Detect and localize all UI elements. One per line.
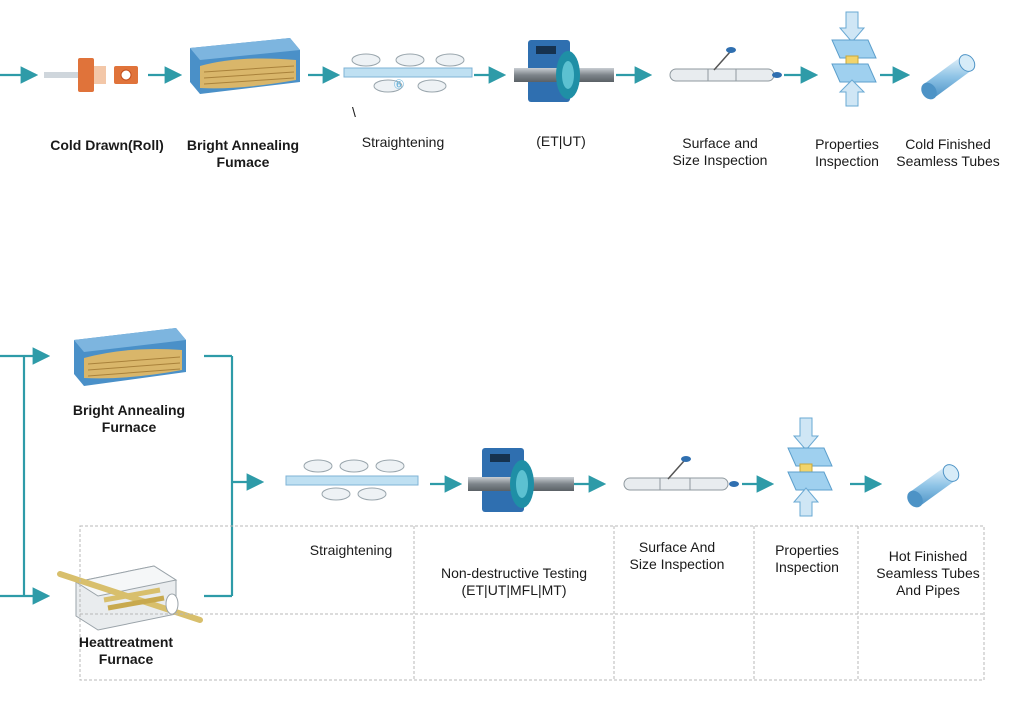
straightener-icon bbox=[285, 459, 419, 501]
finished-tube-icon bbox=[921, 54, 976, 100]
step-label-properties: Properties Inspection bbox=[815, 136, 879, 169]
eddy-current-tester-icon bbox=[514, 40, 614, 102]
branch-arrows bbox=[0, 347, 265, 605]
step-label-et-ut: (ET|UT) bbox=[536, 133, 586, 149]
inspection-probe-icon bbox=[669, 47, 782, 82]
inspection-probe-icon bbox=[623, 456, 739, 491]
annealing-furnace-icon bbox=[190, 38, 300, 94]
step-label-properties-2: Properties Inspection bbox=[775, 542, 839, 575]
label-grid bbox=[79, 525, 985, 681]
annealing-furnace-icon bbox=[74, 328, 186, 386]
finished-tube-icon bbox=[907, 464, 960, 508]
cold-drawn-die-icon bbox=[44, 58, 138, 92]
step-label-straightening-2: Straightening bbox=[309, 542, 393, 558]
step-label-surface-size-2: Surface And Size Inspection bbox=[629, 539, 725, 572]
step-label-cold-drawn: Cold Drawn(Roll) bbox=[50, 137, 164, 153]
straightener-icon bbox=[343, 53, 473, 93]
step-label-straightening: Straightening bbox=[361, 134, 445, 150]
step-label-cold-finished: Cold Finished Seamless Tubes bbox=[896, 136, 1000, 169]
step-marker: ⑥ bbox=[393, 78, 405, 93]
branch-label-heattreatment: Heattreatment Furnace bbox=[78, 634, 174, 667]
step-label-surface-size: Surface and Size Inspection bbox=[672, 135, 768, 168]
heattreatment-furnace-icon bbox=[57, 565, 203, 631]
step-label-hot-finished: Hot Finished Seamless Tubes And Pipes bbox=[876, 548, 980, 598]
branch-label-bright-annealing: Bright Annealing Furnace bbox=[72, 402, 186, 435]
step-label-bright-annealing: Bright Annealing Fumace bbox=[186, 137, 300, 170]
properties-press-icon bbox=[787, 417, 833, 517]
properties-press-icon bbox=[831, 11, 877, 107]
eddy-current-tester-icon bbox=[468, 448, 574, 512]
stray-mark: \ bbox=[352, 104, 356, 120]
step-label-nde: Non-destructive Testing (ET|UT|MFL|MT) bbox=[440, 565, 588, 598]
